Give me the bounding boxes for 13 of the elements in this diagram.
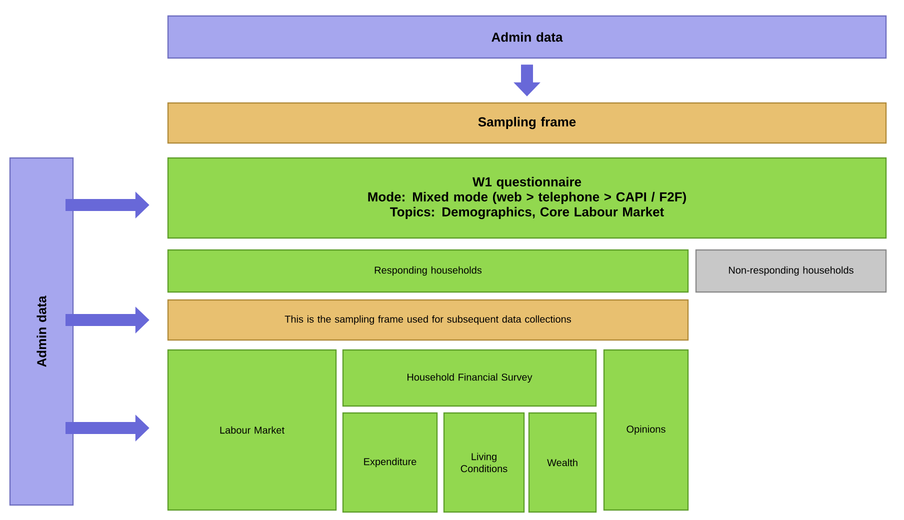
process-box: Wealth — [528, 412, 597, 513]
side-banner-box: Admin data — [9, 157, 74, 506]
banner-box: Admin data — [167, 15, 887, 59]
process-box: This is the sampling frame used for subsequent data collections — [167, 299, 689, 341]
process-box: Labour Market — [167, 349, 337, 511]
process-box: Opinions — [603, 349, 689, 511]
process-box: Living Conditions — [443, 412, 525, 513]
process-box: Non-responding households — [695, 249, 887, 293]
process-box: Expenditure — [342, 412, 438, 513]
process-box: Household Financial Survey — [342, 349, 597, 407]
banner-box: Sampling frame — [167, 102, 887, 144]
process-box: Responding households — [167, 249, 689, 293]
questionnaire-box: W1 questionnaire Mode: Mixed mode (web > telephone > CAPI / F2F) Topics: Demographics, Core Labour Market — [167, 157, 887, 239]
